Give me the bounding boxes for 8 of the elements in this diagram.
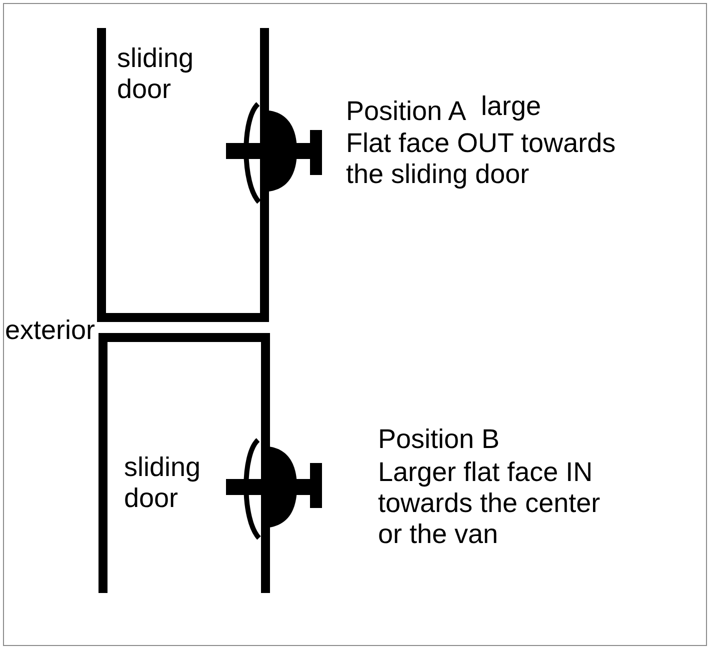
- annotation-text: Position A: [346, 96, 466, 127]
- annotation-text: large: [481, 91, 542, 122]
- annotation-text: sliding door: [117, 43, 195, 105]
- annotation-text: Flat face OUT towards the sliding door: [346, 128, 617, 190]
- annotation-text: Larger flat face IN towards the center or the van: [378, 457, 602, 550]
- annotation-text: Position B: [378, 424, 500, 455]
- annotation-text: sliding door: [124, 452, 202, 514]
- annotation-text: exterior: [5, 315, 96, 346]
